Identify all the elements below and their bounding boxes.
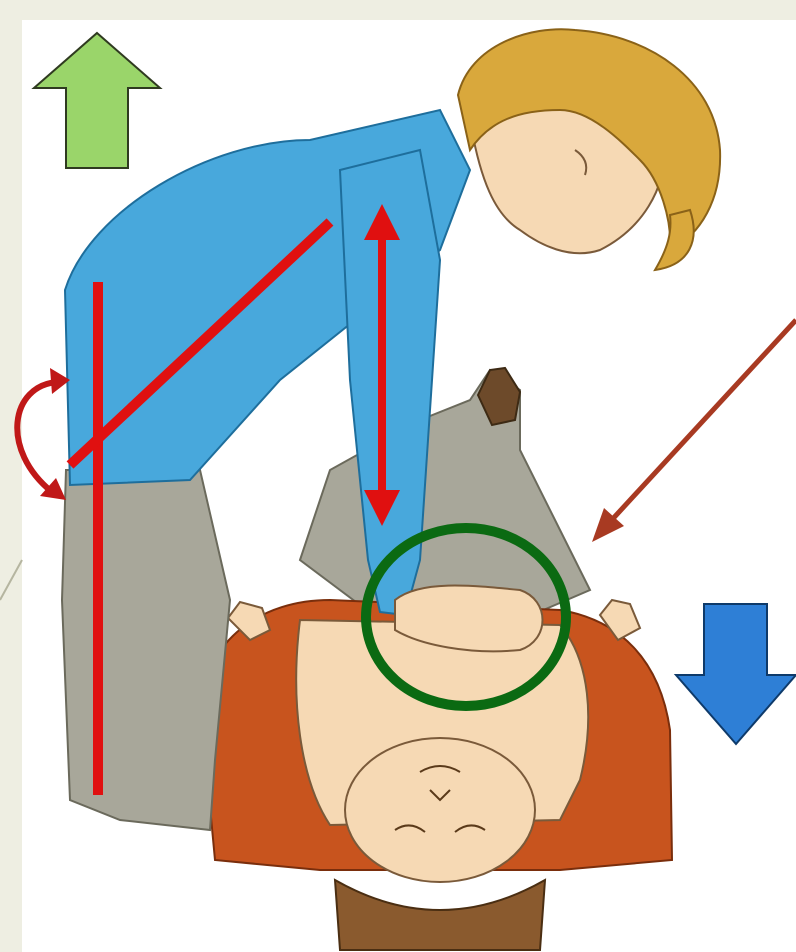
patient-face <box>345 738 535 882</box>
rescuer-ponytail <box>655 210 694 270</box>
rescuer-legs <box>62 470 230 830</box>
curved-double-arrow-icon <box>17 368 70 500</box>
arrow-up-icon <box>34 33 160 168</box>
edge-accent-line <box>0 560 22 600</box>
background-patch <box>676 710 700 744</box>
patient-figure <box>200 368 672 950</box>
patient-hair <box>335 880 545 950</box>
patient-legs <box>300 370 590 620</box>
pointer-arrow-icon <box>592 320 796 542</box>
